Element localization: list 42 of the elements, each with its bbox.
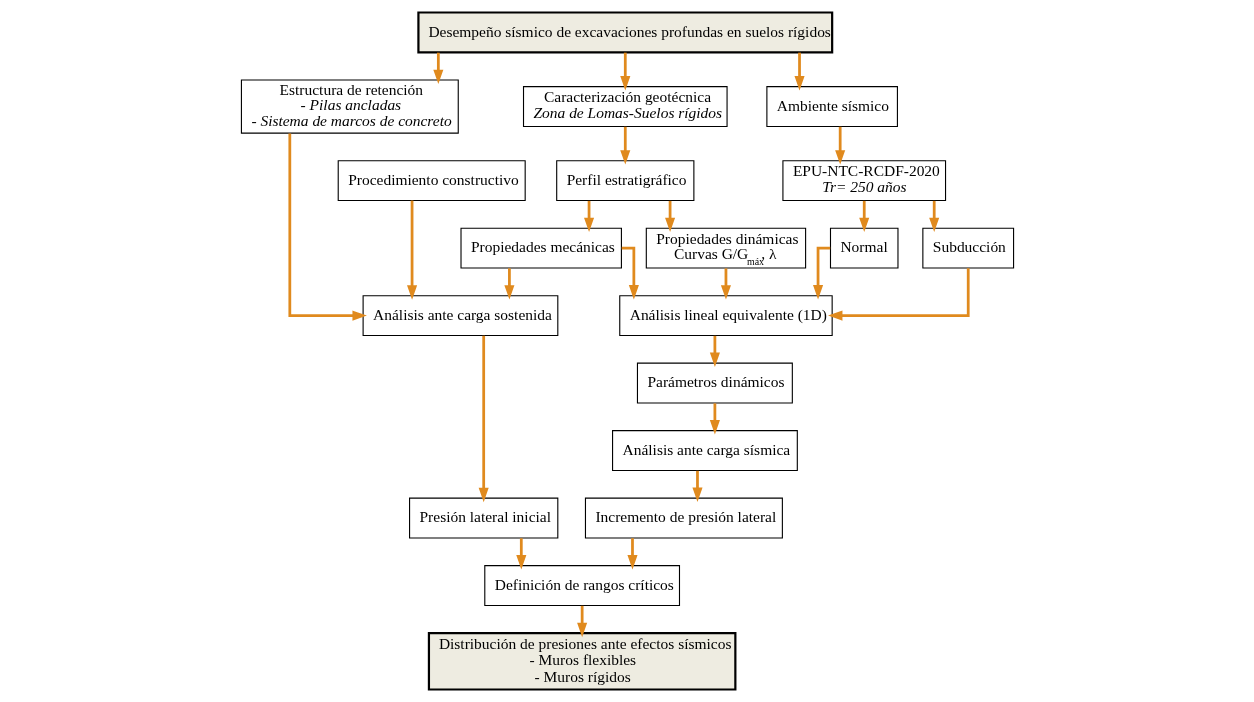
node-box: Estructura de retención - Pilas ancladas - Sistema de marcos de concreto <box>240 79 459 134</box>
arrow <box>928 200 939 233</box>
arrow <box>583 200 594 233</box>
node-box: Incremento de presión lateral <box>584 497 783 539</box>
node-box: Presión lateral inicial <box>408 497 558 539</box>
node-box: Ambiente sísmico <box>765 86 898 127</box>
arrow <box>858 200 869 233</box>
node-box: Propiedades dinámicas Curvas G/G$_{máx}$, λ <box>645 227 806 269</box>
arrow <box>621 246 639 300</box>
arrow <box>576 605 587 638</box>
arrow <box>709 335 720 368</box>
node-box: Distribución de presiones ante efectos sísmicos - Muros flexibles - Muros rígidos <box>427 632 736 691</box>
arrow <box>515 538 526 570</box>
node-box: Definición de rangos críticos <box>483 565 680 606</box>
arrow <box>793 52 805 91</box>
node-box: Propiedades mecánicas <box>459 227 622 269</box>
arrow <box>709 403 720 435</box>
node-box: EPU-NTC-RCDF-2020 Tr= 250 años <box>781 160 946 202</box>
node-box: Desempeño sísmico de excavaciones profundas en suelos rígidos <box>416 11 833 54</box>
arrow <box>626 538 638 570</box>
node-box: Caracterización geotécnica Zona de Lomas-Suelos rígidos <box>522 86 728 127</box>
node-box: Análisis ante carga sísmica <box>611 430 798 472</box>
arrow <box>619 126 630 165</box>
arrow <box>812 246 830 300</box>
arrow <box>619 52 630 91</box>
arrow <box>720 268 731 300</box>
arrow <box>406 200 417 300</box>
node-box: Análisis lineal equivalente (1D) <box>618 295 833 337</box>
node-box: Subducción <box>921 227 1014 269</box>
arrow <box>287 133 367 321</box>
node-box: Procedimiento constructivo <box>337 160 526 202</box>
arrow <box>664 200 675 233</box>
arrow <box>432 52 443 85</box>
arrow <box>478 335 489 503</box>
node-box: Perfil estratigráfico <box>555 160 694 202</box>
arrow <box>834 126 845 165</box>
arrow <box>691 470 703 502</box>
arrow <box>827 268 970 321</box>
arrow <box>503 268 514 300</box>
node-box: Análisis ante carga sostenida <box>362 295 558 337</box>
node-box: Parámetros dinámicos <box>636 362 793 404</box>
node-box: Normal <box>829 227 899 269</box>
